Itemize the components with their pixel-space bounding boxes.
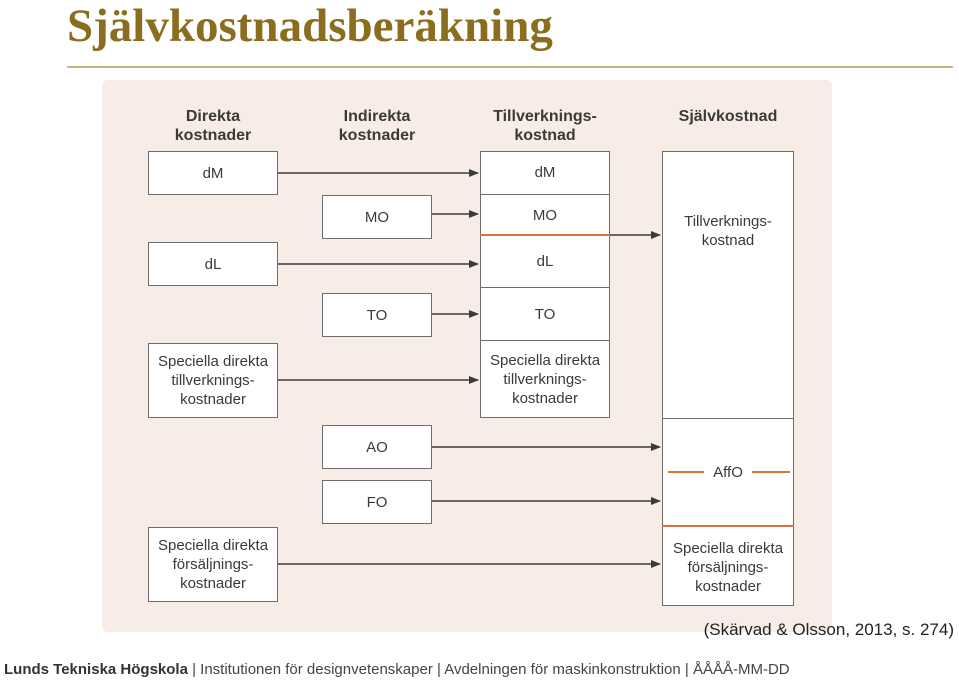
segment-special-direct-manufacturing-costs: Speciella direkta tillverknings- kostnad… xyxy=(489,352,601,407)
header-manufacturing-cost: Tillverknings- kostnad xyxy=(493,108,597,144)
box-dl-direct: dL xyxy=(148,242,278,286)
box-special-direct-manufacturing-costs: Speciella direkta tillverknings- kostnad… xyxy=(148,343,278,418)
separator xyxy=(480,194,610,195)
accent-separator xyxy=(480,234,610,236)
accent-separator xyxy=(662,525,794,527)
self-cost-column xyxy=(662,151,794,606)
box-fo-indirect: FO xyxy=(322,480,432,524)
source-citation: (Skärvad & Olsson, 2013, s. 274) xyxy=(703,620,954,639)
footer-department: | Institutionen för designvetenskaper | … xyxy=(187,661,790,678)
header-self-cost: Självkostnad xyxy=(678,108,778,125)
header-indirect-costs: Indirekta kostnader xyxy=(338,108,416,144)
box-special-direct-sales-costs: Speciella direkta försäljnings- kostnade… xyxy=(148,527,278,602)
box-ao-indirect: AO xyxy=(322,425,432,469)
footer-university: Lunds Tekniska Högskola xyxy=(4,661,188,678)
box-dm-direct: dM xyxy=(148,151,278,195)
header-direct-costs: Direkta kostnader xyxy=(174,108,252,144)
footer: Lunds Tekniska Högskola | Institutionen … xyxy=(4,661,790,678)
manufacturing-cost-column xyxy=(480,151,610,418)
separator xyxy=(480,340,610,341)
slide-title: Självkostnadsberäkning xyxy=(67,0,553,52)
separator xyxy=(662,418,794,419)
separator xyxy=(480,287,610,288)
box-mo-indirect: MO xyxy=(322,195,432,239)
title-underline xyxy=(67,66,953,68)
segment-special-direct-sales-costs: Speciella direkta försäljnings- kostnade… xyxy=(672,539,784,595)
segment-manufacturing-cost: Tillverknings- kostnad xyxy=(684,213,772,249)
segment-affo: AffO xyxy=(713,464,743,481)
segment-to: TO xyxy=(534,305,556,323)
segment-dm: dM xyxy=(534,164,556,181)
segment-dl: dL xyxy=(536,253,554,270)
segment-mo: MO xyxy=(532,206,558,224)
box-to-indirect: TO xyxy=(322,293,432,337)
